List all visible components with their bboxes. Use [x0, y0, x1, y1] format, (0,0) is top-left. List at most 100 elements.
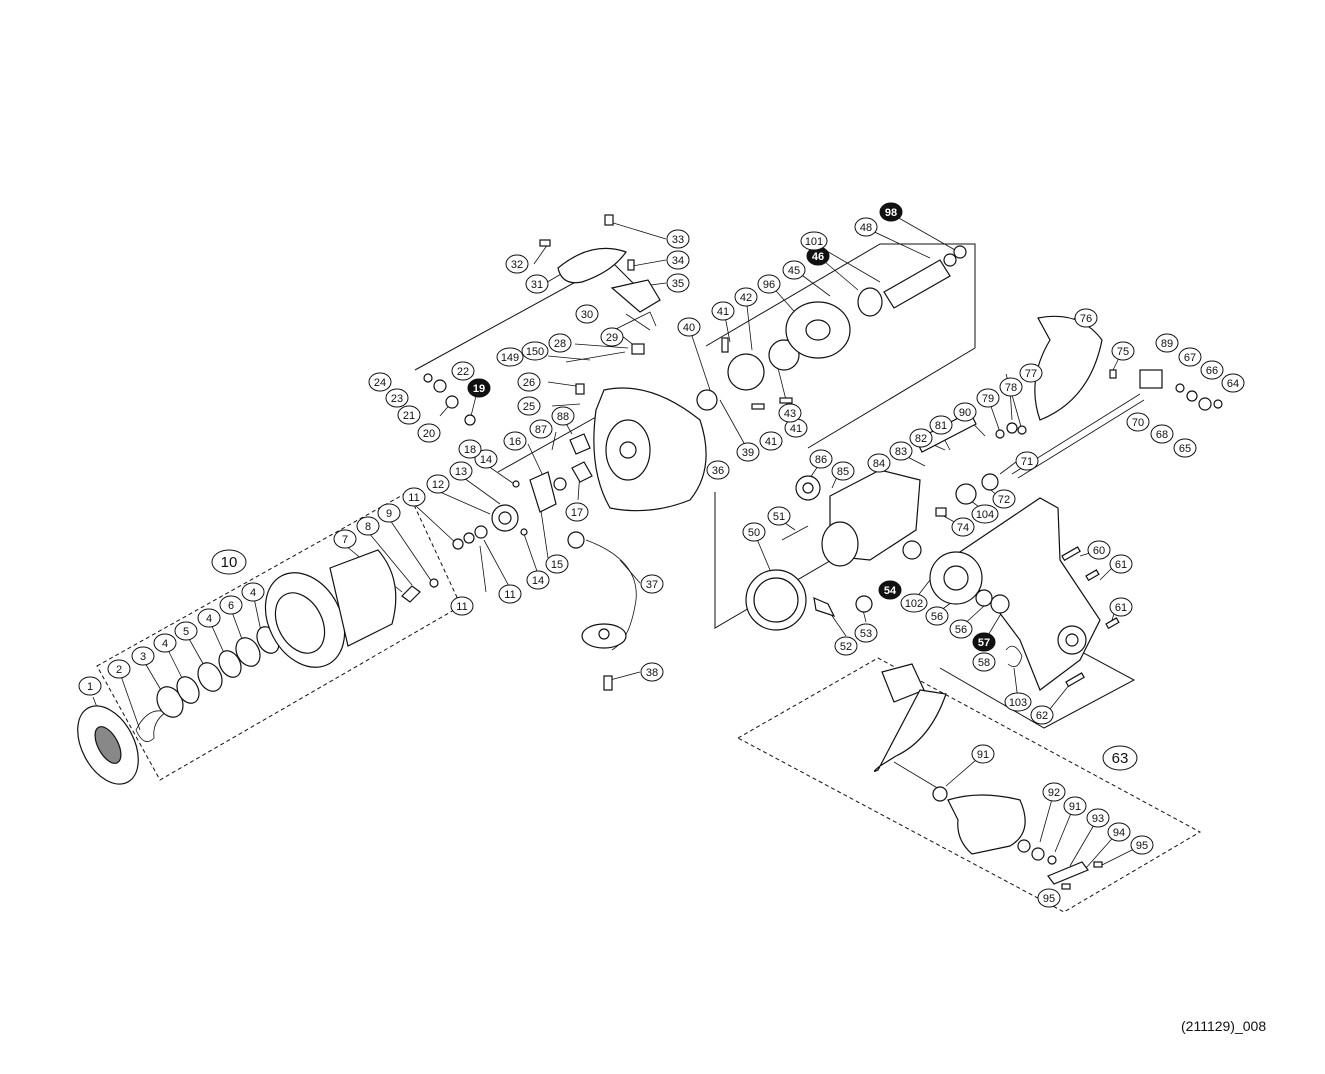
part-label: 103: [1004, 692, 1032, 712]
label-bubble: [548, 333, 572, 353]
part-number: 36: [712, 465, 724, 477]
part-label: 68: [1150, 424, 1174, 444]
part-label: 95: [1130, 835, 1154, 855]
part-number: 57: [978, 637, 990, 649]
part-number: 13: [455, 466, 467, 478]
label-bubble: [1037, 888, 1061, 908]
label-bubble: [666, 250, 690, 270]
part-number: 91: [1069, 801, 1081, 813]
part-number: 82: [915, 433, 927, 445]
label-bubble: [505, 254, 529, 274]
part-label: 37: [640, 574, 664, 594]
part-number: 41: [717, 306, 729, 318]
part-label: 60: [1087, 540, 1111, 560]
part-label: 101: [800, 231, 828, 251]
part-number: 32: [511, 259, 523, 271]
label-bubble: [878, 580, 902, 600]
label-bubble: [1200, 360, 1224, 380]
part-number: 52: [840, 641, 852, 653]
label-bubble: [529, 419, 553, 439]
label-bubble: [458, 439, 482, 459]
part-label: 48: [854, 217, 878, 237]
label-bubble: [1130, 835, 1154, 855]
part-label: 67: [1178, 347, 1202, 367]
part-label: 33: [666, 229, 690, 249]
part-number: 94: [1113, 827, 1125, 839]
label-bubble: [1087, 540, 1111, 560]
label-bubble: [467, 378, 491, 398]
part-label: 38: [640, 662, 664, 682]
part-label: 9: [377, 503, 401, 523]
label-bubble: [356, 516, 380, 536]
part-number: 11: [408, 492, 419, 504]
label-bubble: [397, 405, 421, 425]
label-bubble: [551, 406, 575, 426]
part-label: 51: [767, 506, 791, 526]
label-bubble: [1086, 808, 1110, 828]
part-label: 56: [925, 606, 949, 626]
label-bubble: [385, 388, 409, 408]
part-label: 7: [333, 529, 357, 549]
part-label: 5: [174, 621, 198, 641]
part-number: 104: [976, 509, 994, 521]
part-label: 19: [467, 378, 491, 398]
part-label: 41: [784, 418, 808, 438]
part-number: 81: [935, 420, 947, 432]
label-bubble: [498, 584, 522, 604]
rotor-assembly-frame: [705, 243, 976, 449]
part-label: 102: [900, 593, 928, 613]
part-label: 54: [878, 580, 902, 600]
part-number: 16: [509, 436, 521, 448]
label-bubble: [879, 202, 903, 222]
label-bubble: [107, 659, 131, 679]
part-number: 14: [480, 454, 492, 466]
label-bubble: [417, 423, 441, 443]
part-number: 3: [140, 651, 146, 663]
label-bubble: [972, 652, 996, 672]
part-label: 36: [706, 460, 730, 480]
part-number: 66: [1206, 365, 1218, 377]
part-label: 2: [107, 659, 131, 679]
part-label: 52: [834, 636, 858, 656]
part-number: 4: [162, 638, 168, 650]
part-number: 38: [646, 667, 658, 679]
label-bubble: [131, 646, 155, 666]
part-number: 31: [531, 279, 543, 291]
part-label: 65: [1173, 438, 1197, 458]
label-bubble: [800, 231, 828, 251]
handle-group-box: [736, 657, 1202, 913]
part-number: 85: [837, 466, 849, 478]
part-number: 11: [504, 589, 515, 601]
part-number: 15: [551, 559, 563, 571]
label-bubble: [451, 361, 475, 381]
label-bubble: [767, 506, 791, 526]
part-number: 2: [116, 664, 122, 676]
part-label: 30: [575, 304, 599, 324]
spool-parts: [77, 504, 519, 785]
label-bubble: [1063, 796, 1087, 816]
part-label: 24: [368, 372, 392, 392]
label-bubble: [925, 606, 949, 626]
label-bubble: [854, 217, 878, 237]
label-bubble: [1019, 363, 1043, 383]
label-bubble: [1107, 822, 1131, 842]
part-label: 8: [356, 516, 380, 536]
label-bubble: [1109, 597, 1133, 617]
label-bubble: [929, 415, 953, 435]
part-number: 83: [895, 446, 907, 458]
part-label: 81: [929, 415, 953, 435]
part-number: 4: [250, 587, 256, 599]
part-number: 149: [501, 352, 519, 364]
part-label: 95: [1037, 888, 1061, 908]
part-label: 83: [889, 441, 913, 461]
part-label: 78: [999, 377, 1023, 397]
part-number: 41: [790, 423, 802, 435]
label-bubble: [666, 229, 690, 249]
label-bubble: [1150, 424, 1174, 444]
part-number: 60: [1093, 545, 1105, 557]
label-bubble: [517, 372, 541, 392]
label-bubble: [976, 388, 1000, 408]
part-label: 92: [1042, 782, 1066, 802]
part-number: 84: [873, 458, 885, 470]
